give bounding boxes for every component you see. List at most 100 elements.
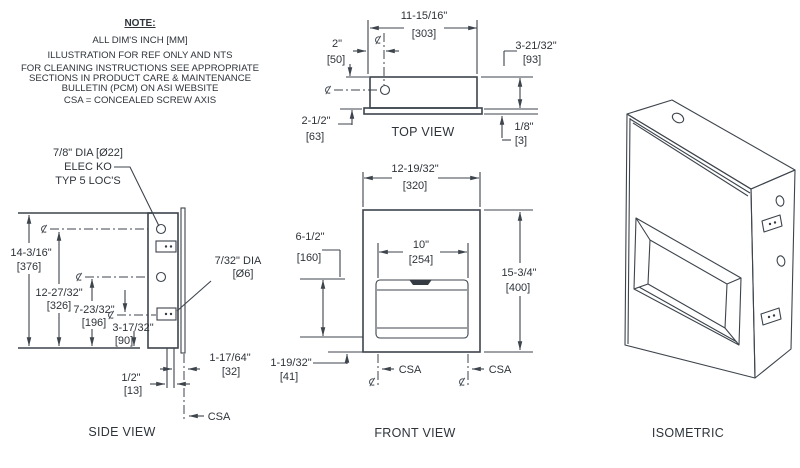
dim-text-in: 12-27/32" [35,287,82,299]
dim-text-in: 1/2" [121,372,140,384]
dim-extension-lines [484,209,533,353]
dim-text-in: 2" [332,38,342,50]
dim-side-total-height: 14-3/16" [376] [10,214,52,347]
callout-text-1: 7/32" DIA [215,255,262,267]
iso-right-face [750,169,796,379]
dim-top-flange: 1/8" [3] [499,115,534,147]
side-view-collar-lines [166,348,175,388]
isometric-view: ISOMETRIC [624,99,796,440]
dim-text-mm: [160] [297,252,321,264]
screw-dot [767,315,771,319]
callout-text-2: ELEC KO [64,161,112,173]
dim-text-in: 3-21/32" [515,40,556,52]
side-view-knockout-hole-top [155,223,167,235]
dim-text-mm: [90] [115,335,133,347]
front-view-csa-centerlines [377,354,469,386]
dim-text-mm: [254] [409,254,433,266]
dim-text-in: 12-19/32" [391,163,438,175]
front-view-sensor-slot [409,279,432,285]
front-csa-left: CSA [381,364,422,376]
front-csa-right: CSA [471,364,512,376]
dim-top-depth: 3-21/32" [93] [481,40,557,115]
dim-text-mm: [50] [327,54,345,66]
dim-text-in: 7-23/32" [73,304,114,316]
front-view-frame-outline [362,209,481,353]
dim-top-width: 11-15/16" [303] [367,10,478,74]
centerline-symbol [369,377,376,387]
iso-flange-lip-edges [627,117,751,345]
callout-text-3: TYP 5 LOC'S [55,175,120,187]
centerline-symbol [375,35,382,45]
csa-text: CSA [489,364,512,376]
screw-dot [169,245,173,248]
dim-text-in: 1-19/32" [270,357,311,369]
dim-extension-lines [338,76,369,125]
csa-text: CSA [208,411,231,423]
top-view-label: TOP VIEW [391,125,454,139]
csa-text: CSA [399,364,422,376]
side-view-wall-lines [18,212,152,349]
dim-text-in: 2-1/2" [302,115,331,127]
dim-text-mm: [320] [403,180,427,192]
front-view: 12-19/32" [320] 10" [254] 15-3/4" [400] … [270,163,536,440]
centerline-symbol [459,377,466,387]
callout-text-2: [Ø6] [233,268,254,280]
dim-text-mm: [303] [412,28,436,40]
dim-text-in: 1-17/64" [209,352,250,364]
iso-side-hole-mid [776,255,786,267]
dim-extension-lines [313,351,363,364]
front-view-opening [375,279,469,339]
side-view-label: SIDE VIEW [88,425,155,439]
iso-recess-edges [633,217,742,346]
dim-text-mm: [196] [82,317,106,329]
iso-front-face [624,113,756,379]
dim-extension-lines [377,243,469,278]
callout-leader [114,166,160,227]
screw-dot [773,221,777,224]
side-view-screw-plate-top [155,240,177,253]
dim-text-mm: [400] [506,282,530,294]
dim-text-mm: [376] [17,261,41,273]
iso-top-face [626,99,796,190]
dim-side-mid: 7-23/32" [196] [73,278,115,347]
top-view-flange-outline [363,107,483,115]
centerline-symbol [41,224,48,234]
dim-text-mm: [63] [306,131,324,143]
callout-screw-hole: 7/32" DIA [Ø6] [176,255,262,312]
dim-text-mm: [326] [47,300,71,312]
dim-text-mm: [93] [523,54,541,66]
dim-front-width: 12-19/32" [320] [362,163,481,207]
dim-extension-lines [362,172,481,207]
dim-text-mm: [13] [124,385,142,397]
dim-side-depth: 1-17/64" [32] [160,352,251,378]
screw-dot [169,312,173,316]
note-line-4: SECTIONS IN PRODUCT CARE & MAINTENANCE [29,73,251,84]
dim-side-collar: 1/2" [13] [121,372,190,397]
dim-text-mm: [32] [222,366,240,378]
callout-leader [176,280,212,312]
screw-dot [164,245,168,248]
front-view-opening-lines [377,289,467,329]
isometric-view-label: ISOMETRIC [652,426,724,440]
dim-text-in: 10" [413,239,429,251]
top-view-centerlines [334,33,385,91]
dim-front-height: 15-3/4" [400] [484,209,537,353]
side-view-flange-outline [180,207,186,354]
iso-screw-plate-top [761,214,783,233]
dim-extension-lines [300,249,363,338]
dim-text-mm: [3] [515,135,527,147]
dim-text-in: 6-1/2" [296,231,325,243]
centerline-symbol [325,85,332,95]
iso-top-hole [671,112,685,124]
dim-text-in: 1/8" [514,121,533,133]
screw-dot [772,314,776,317]
note-line-1: ALL DIM'S INCH [MM] [92,35,187,46]
side-view-knockout-hole-mid [155,271,167,283]
top-view: 11-15/16" [303] 2" [50] 3-21/32" [93] 2-… [302,10,557,147]
dim-front-opening-width: 10" [254] [377,239,469,278]
screw-dot [164,312,168,316]
top-view-body-outline [369,76,478,109]
top-view-hole [379,84,391,96]
